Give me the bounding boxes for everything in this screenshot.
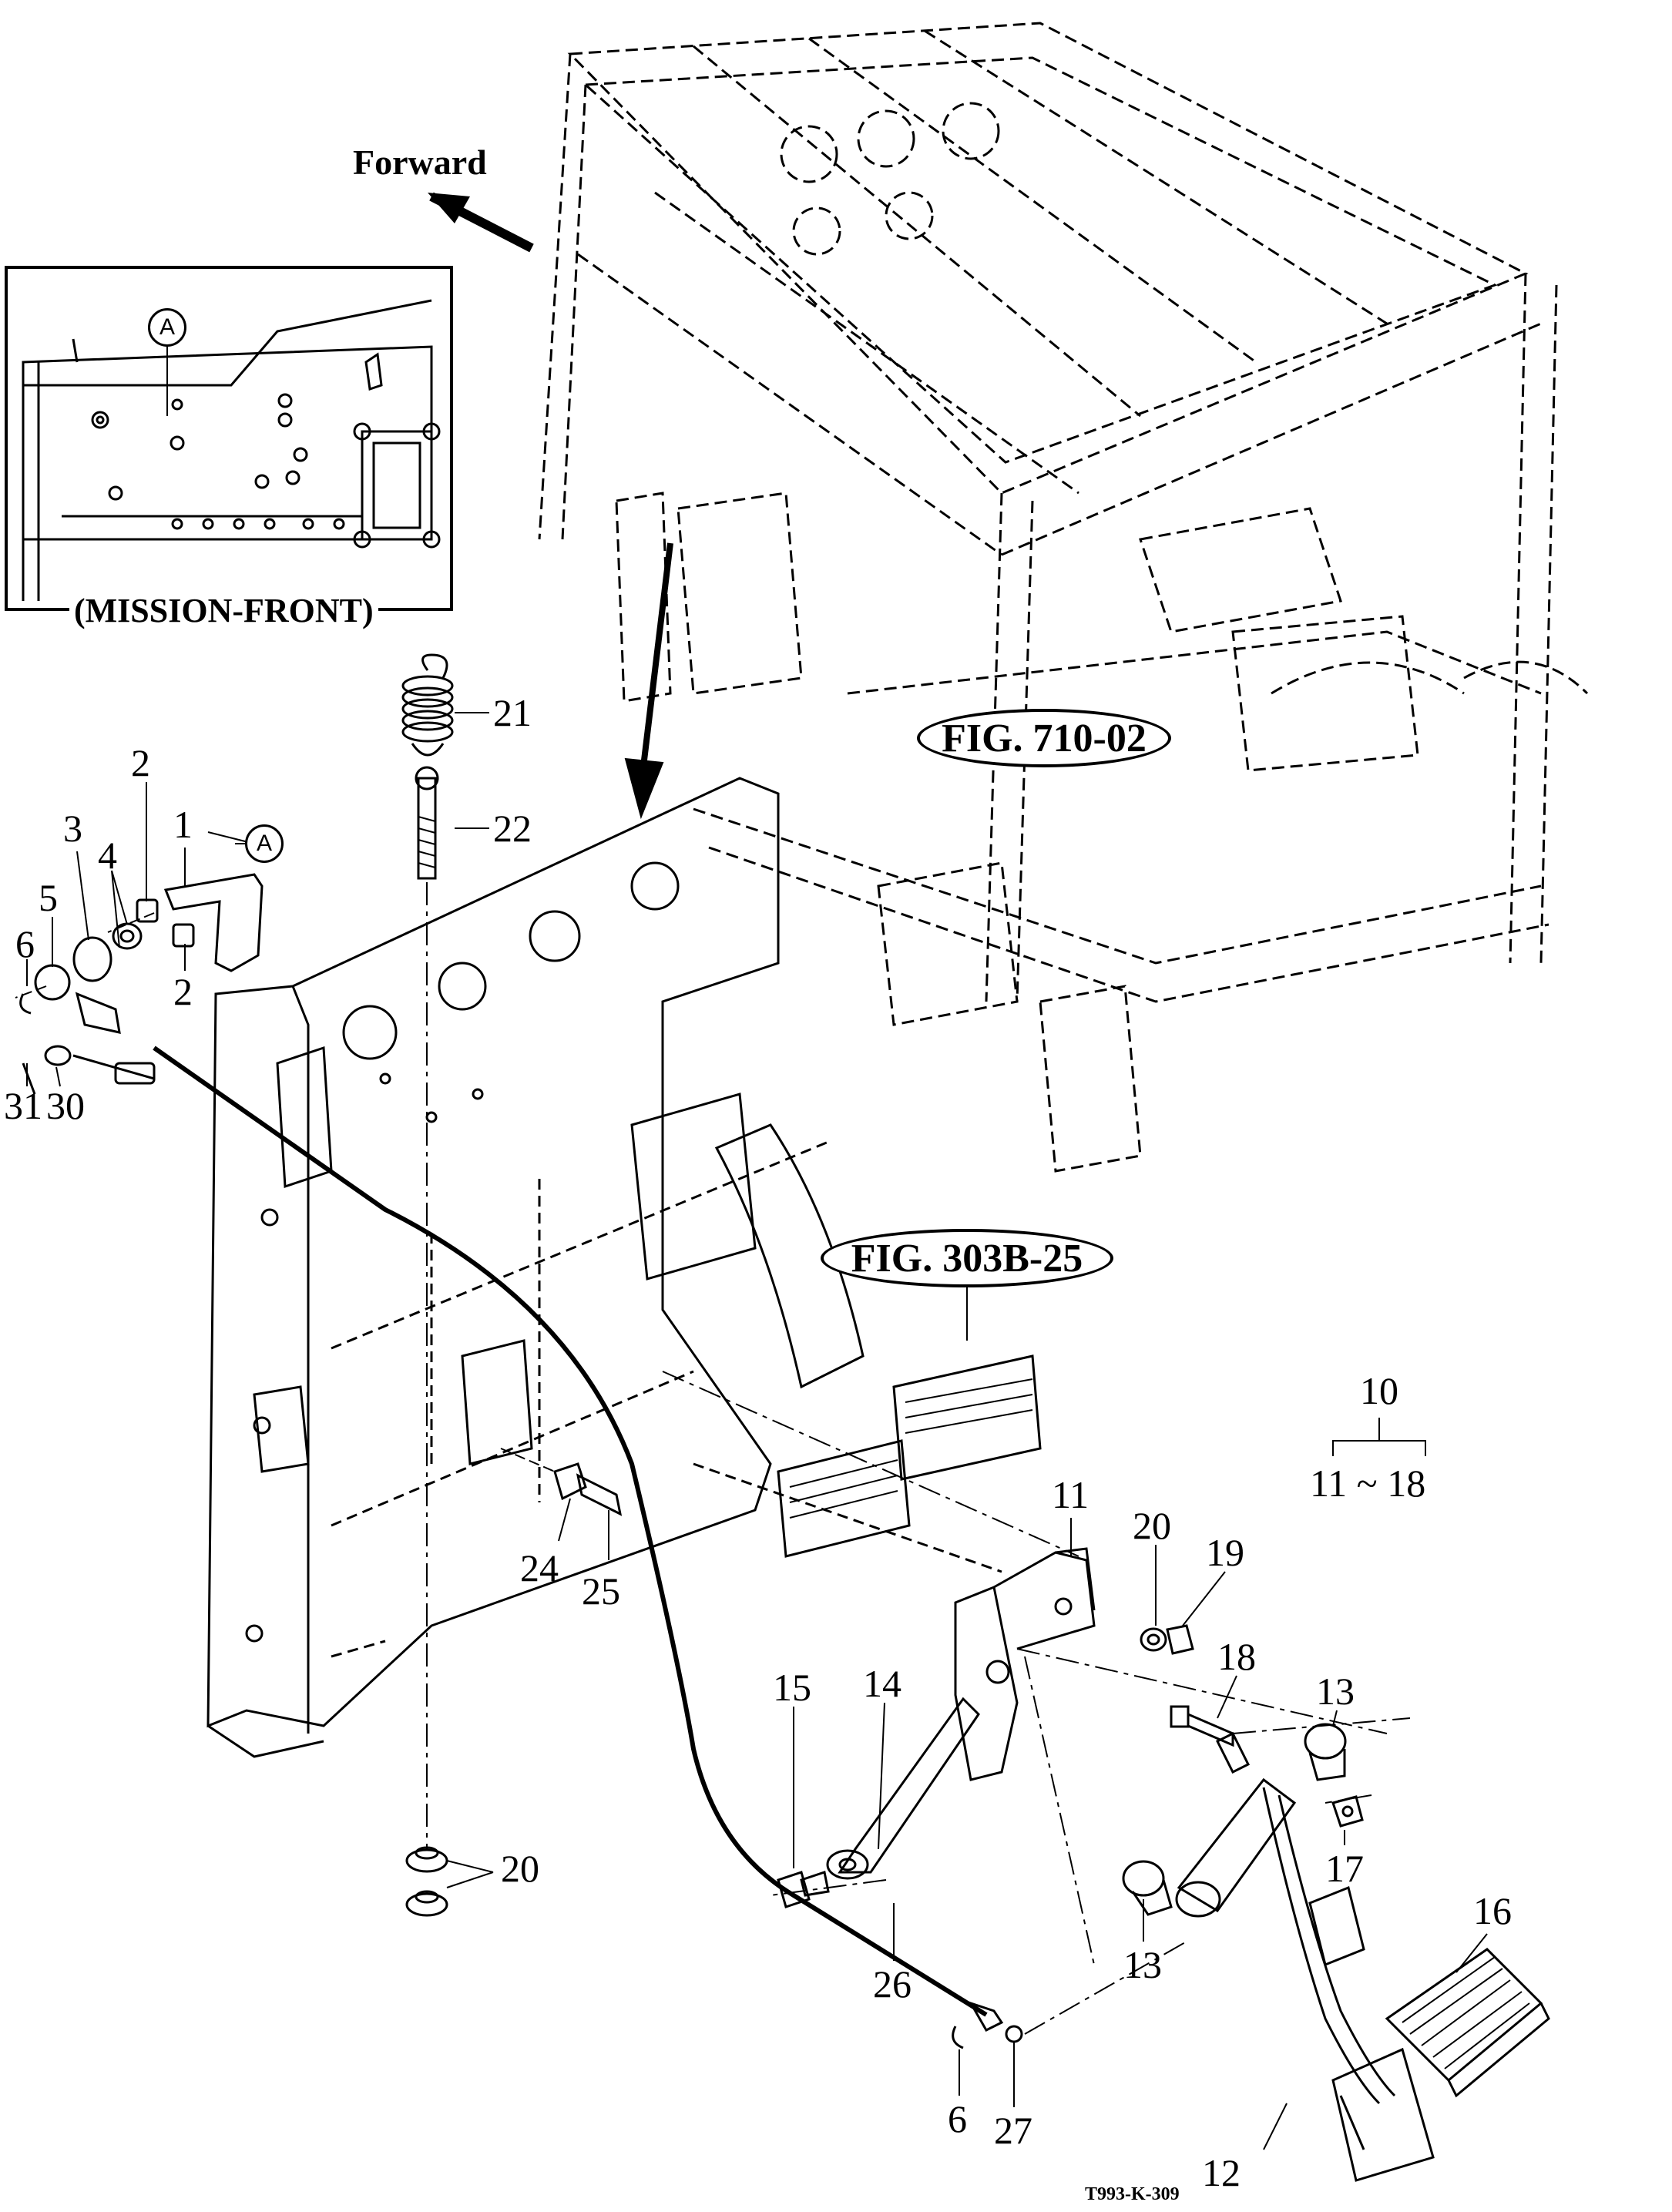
part-label-30: 30 xyxy=(46,1084,85,1127)
pedal-bracket-11 xyxy=(954,1547,1096,1781)
part-label-22: 22 xyxy=(493,807,532,850)
rod-22 xyxy=(415,766,439,880)
part-label-12: 12 xyxy=(1202,2151,1241,2194)
part-label-5: 5 xyxy=(39,876,58,919)
lever-bracket-group xyxy=(19,873,264,1095)
mission-front-inset xyxy=(5,266,453,611)
fig-710-02-callout: FIG. 710-02 xyxy=(917,709,1171,767)
floor-panel xyxy=(206,777,780,1758)
part-label-16: 16 xyxy=(1473,1889,1512,1932)
part-label-24: 24 xyxy=(520,1546,559,1589)
part-label-11: 11 xyxy=(1052,1473,1089,1516)
part-label-6-bottom: 6 xyxy=(948,2097,967,2140)
shaft-14 xyxy=(826,1697,980,1880)
pedal-arm-12 xyxy=(1175,1731,1435,2182)
part-label-13-right: 13 xyxy=(1316,1670,1355,1713)
inset-drawing xyxy=(22,299,441,601)
part-label-25: 25 xyxy=(582,1569,620,1613)
part-label-2-top: 2 xyxy=(131,741,150,784)
assembly-parent-label: 10 xyxy=(1360,1369,1398,1412)
part-label-21: 21 xyxy=(493,691,532,734)
floor-panel-dashed xyxy=(331,1139,1002,1658)
part-label-6-top: 6 xyxy=(15,922,35,965)
rear-pedals xyxy=(714,1123,1042,1558)
location-arrow xyxy=(624,542,673,820)
part-label-18: 18 xyxy=(1217,1635,1256,1678)
bushings-13 xyxy=(1122,1723,1347,1916)
leader-lines xyxy=(26,712,1488,2150)
part-label-26: 26 xyxy=(873,1962,912,2006)
part-label-15: 15 xyxy=(773,1666,811,1709)
assembly-range-label: 11 ~ 18 xyxy=(1310,1462,1426,1505)
part-label-1: 1 xyxy=(173,803,193,846)
part-label-19: 19 xyxy=(1206,1531,1244,1574)
throttle-cable xyxy=(153,1046,988,2017)
pedal-pad-16 xyxy=(1385,1948,1550,2098)
nut-19-washer-20 xyxy=(1140,1624,1194,1655)
inset-caption: (MISSION-FRONT) xyxy=(69,591,378,630)
part-label-17: 17 xyxy=(1325,1847,1364,1890)
part-label-4: 4 xyxy=(98,834,117,877)
part-label-31: 31 xyxy=(4,1084,42,1127)
fig-303b-25-callout: FIG. 303B-25 xyxy=(821,1229,1113,1287)
cable-end-27 xyxy=(952,2001,1023,2049)
nuts-20 xyxy=(405,1846,448,1917)
part-label-20-bottom: 20 xyxy=(501,1847,539,1890)
bolt-18 xyxy=(1170,1705,1234,1747)
marker-a: A xyxy=(245,824,284,863)
part-label-20-top: 20 xyxy=(1133,1504,1171,1547)
part-label-27: 27 xyxy=(994,2109,1032,2152)
part-label-3: 3 xyxy=(63,807,82,850)
bolt-24-25 xyxy=(553,1462,623,1516)
part-label-14: 14 xyxy=(863,1662,901,1705)
part-label-13-left: 13 xyxy=(1123,1943,1162,1986)
inset-marker-a: A xyxy=(148,308,186,347)
nut-17 xyxy=(1331,1795,1364,1828)
drawing-code: T993-K-309 xyxy=(1085,2184,1180,2204)
spring-21 xyxy=(401,653,454,757)
part-label-2-bottom: 2 xyxy=(173,970,193,1013)
cab-frame xyxy=(538,22,1589,1173)
forward-label: Forward xyxy=(353,143,487,182)
